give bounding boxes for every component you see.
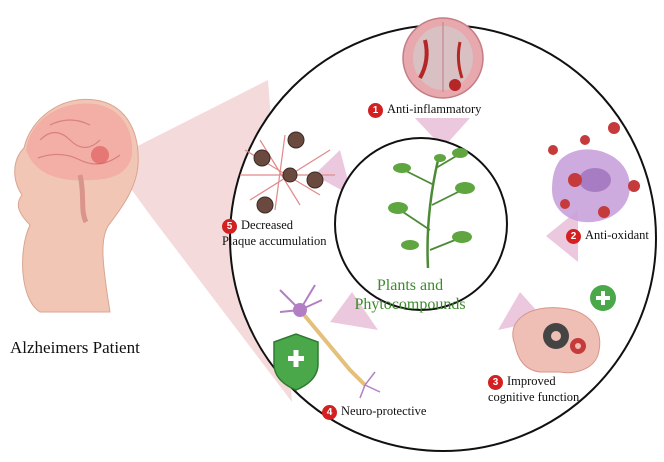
label-neuro-protective: 4 Neuro-protective xyxy=(322,404,426,420)
label-4-text: Neuro-protective xyxy=(341,404,427,418)
badge-5: 5 xyxy=(222,218,237,234)
label-1-text: Anti-inflammatory xyxy=(387,102,482,116)
arrow-right xyxy=(546,210,578,262)
label-5-line2: Plaque accumulation xyxy=(222,233,327,248)
plant-icon xyxy=(388,148,475,269)
brain-gears-icon xyxy=(512,285,616,374)
oxidant-cell-icon xyxy=(548,122,640,223)
label-improved-cognitive: 3 Improved cognitive function xyxy=(488,374,579,404)
brain-section-icon xyxy=(402,17,484,99)
center-title-line1: Plants and xyxy=(376,277,444,294)
badge-3: 3 xyxy=(488,374,503,390)
center-title-line2: Phytocompounds xyxy=(354,296,466,313)
badge-4: 4 xyxy=(322,404,337,420)
label-2-text: Anti-oxidant xyxy=(585,228,649,242)
head-profile-icon xyxy=(14,98,139,313)
badge-2: 2 xyxy=(566,228,581,244)
label-anti-oxidant: 2 Anti-oxidant xyxy=(566,228,649,244)
label-3-line2: cognitive function xyxy=(488,389,580,404)
badge-1: 1 xyxy=(368,102,383,118)
label-anti-inflammatory: 1 Anti-inflammatory xyxy=(368,102,481,118)
arrow-left xyxy=(314,150,352,196)
label-3-line1: Improved xyxy=(507,374,556,388)
label-5-line1: Decreased xyxy=(241,218,294,232)
arrow-bottom-left xyxy=(330,292,378,330)
neuron-icon xyxy=(279,284,381,399)
label-decreased-plaque: 5 Decreased Plaque accumulation xyxy=(222,218,326,248)
arrow-top xyxy=(415,118,470,148)
plaque-icon xyxy=(240,131,335,214)
patient-label: Alzheimers Patient xyxy=(10,338,140,357)
arrows xyxy=(314,118,578,330)
shield-plus-icon xyxy=(273,333,319,391)
center-title: Plants and Phytocompounds xyxy=(350,276,470,314)
